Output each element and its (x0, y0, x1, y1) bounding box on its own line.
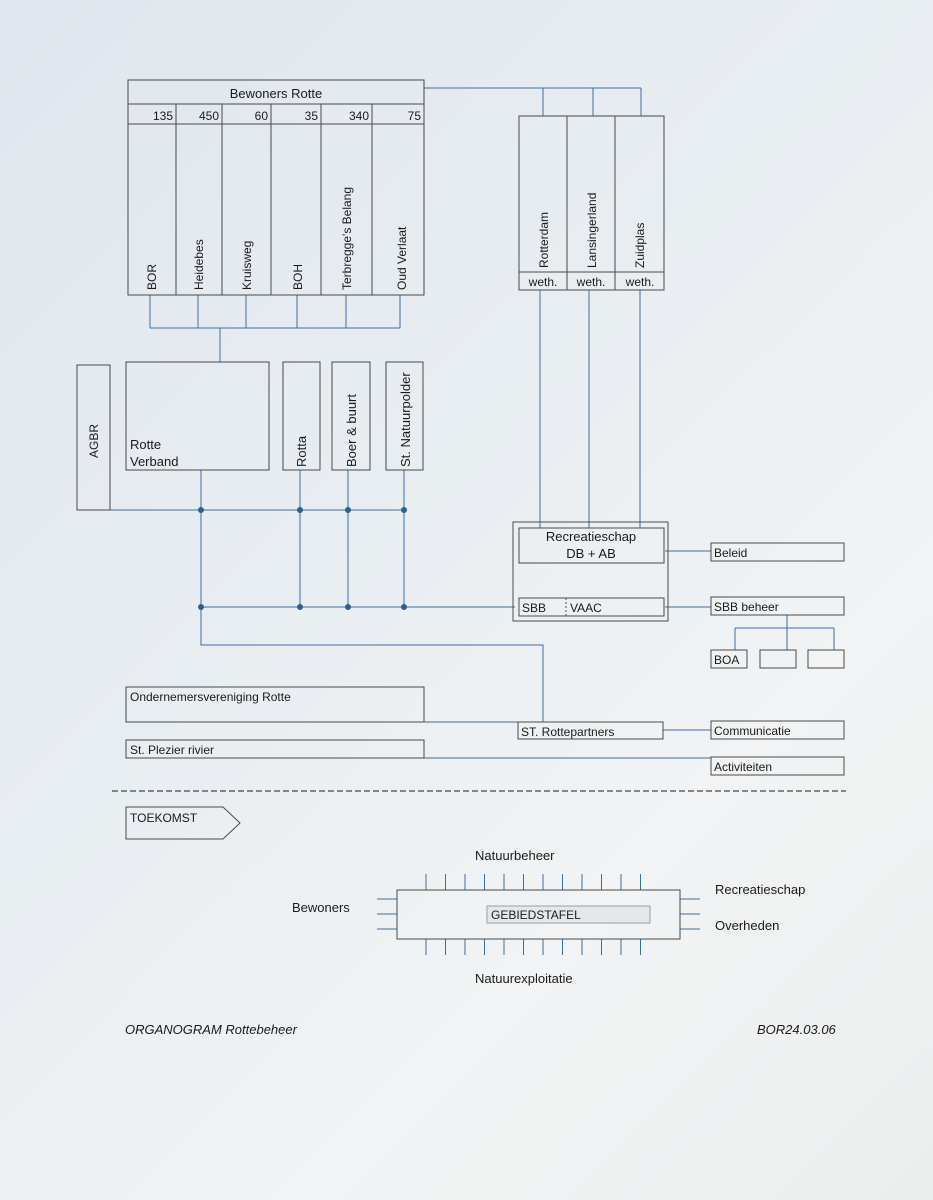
connector-org-verticals (200, 470, 544, 722)
rotta-box (282, 361, 321, 471)
recreatieschap-label-1: Recreatieschap (546, 529, 636, 544)
recreatieschap-group (512, 521, 669, 622)
rotte-verband-label-2: Verband (130, 454, 178, 469)
agbr-box (76, 364, 111, 511)
bewoners-name: BOH (291, 264, 305, 290)
recreatieschap-inner (518, 527, 665, 564)
gemeente-name: Lansingerland (585, 193, 599, 268)
sbb-vaac-box (518, 597, 665, 617)
junction-node (198, 604, 204, 610)
bewoners-name: BOR (145, 264, 159, 290)
junction-node (345, 604, 351, 610)
bewoners-count: 35 (305, 109, 319, 123)
gemeente-name: Zuidplas (633, 223, 647, 268)
org-boxes (76, 361, 424, 511)
gebiedstafel-box (396, 889, 681, 940)
natuurpolder-box (385, 361, 424, 471)
communicatie-label: Communicatie (714, 724, 791, 738)
gemeenten-roles: weth. weth. weth. (528, 275, 655, 289)
connector-boa-tree (734, 615, 835, 650)
junction-node (401, 604, 407, 610)
bewoners-count: 340 (349, 109, 369, 123)
boa-empty-box (759, 649, 797, 669)
activiteiten-label: Activiteiten (714, 760, 772, 774)
boer-buurt-label: Boer & buurt (344, 394, 359, 467)
bottom-boxes (125, 686, 664, 759)
rottepartners-box (517, 721, 664, 740)
rotte-verband-label-1: Rotte (130, 437, 161, 452)
gebiedstafel-label: GEBIEDSTAFEL (491, 908, 581, 922)
bewoners-count: 135 (153, 109, 173, 123)
boa-label: BOA (714, 653, 739, 667)
toekomst-arrow (125, 806, 241, 840)
bewoners-name: Heidebes (192, 239, 206, 290)
recreatieschap-label-2: DB + AB (566, 546, 616, 561)
plezier-label: St. Plezier rivier (130, 743, 214, 757)
ondernemers-box (125, 686, 425, 723)
gemeente-name: Rotterdam (537, 212, 551, 268)
gebiedstafel-inner (486, 905, 651, 924)
junction-node (297, 507, 303, 513)
bewoners-count: 75 (408, 109, 422, 123)
gemeente-role: weth. (625, 275, 655, 289)
beleid-label: Beleid (714, 546, 747, 560)
sbb-label: SBB (522, 601, 546, 615)
sbb-beheer-box (710, 596, 845, 616)
bewoners-count: 60 (255, 109, 269, 123)
connector-bewoners-bus (149, 295, 401, 362)
right-boxes (710, 542, 845, 776)
gemeenten-table (518, 115, 665, 291)
communicatie-box (710, 720, 845, 740)
junction-node (198, 507, 204, 513)
recreatieschap-outer (512, 521, 669, 622)
gebiedstafel-ticks (377, 874, 700, 955)
gemeenten-names: Rotterdam Lansingerland Zuidplas (537, 193, 647, 268)
overheden-label: Overheden (715, 918, 779, 933)
junction-nodes (198, 507, 407, 610)
recreatieschap-right-label: Recreatieschap (715, 882, 805, 897)
bewoners-label: Bewoners (292, 900, 350, 915)
gemeente-role: weth. (528, 275, 558, 289)
plezier-box (125, 739, 425, 759)
activiteiten-box (710, 756, 845, 776)
bewoners-counts: 135 450 60 35 340 75 (153, 109, 421, 123)
footer-title: ORGANOGRAM Rottebeheer (125, 1022, 297, 1037)
connector-gemeenten-recreatieschap (539, 290, 641, 528)
bewoners-name: Terbregge's Belang (340, 187, 354, 290)
rottepartners-label: ST. Rottepartners (521, 725, 614, 739)
bewoners-title: Bewoners Rotte (230, 86, 323, 101)
bewoners-rotte-table (127, 79, 425, 296)
bewoners-count: 450 (199, 109, 219, 123)
boa-box (710, 649, 748, 669)
agbr-label: AGBR (87, 424, 101, 458)
junction-node (401, 507, 407, 513)
bewoners-names: BOR Heidebes Kruisweg BOH Terbregge's Be… (145, 187, 409, 290)
ondernemers-label: Ondernemersvereniging Rotte (130, 690, 291, 704)
footer-code: BOR24.03.06 (757, 1022, 836, 1037)
connector-lines (110, 87, 835, 759)
connector-bewoners-gemeenten (424, 87, 642, 116)
junction-node (345, 507, 351, 513)
connector-rottepartners (424, 721, 711, 759)
toekomst-label: TOEKOMST (130, 811, 198, 825)
sbb-beheer-label: SBB beheer (714, 600, 779, 614)
beleid-box (710, 542, 845, 562)
rotta-label: Rotta (294, 435, 309, 467)
boa-empty-box (807, 649, 845, 669)
natuurbeheer-label: Natuurbeheer (475, 848, 555, 863)
boer-buurt-box (331, 361, 371, 471)
gemeente-role: weth. (576, 275, 606, 289)
natuurpolder-label: St. Natuurpolder (398, 372, 413, 467)
junction-node (297, 604, 303, 610)
bewoners-name: Oud Verlaat (395, 226, 409, 290)
rotte-verband-box (125, 361, 270, 471)
natuurexploitatie-label: Natuurexploitatie (475, 971, 573, 986)
vaac-label: VAAC (570, 601, 602, 615)
bewoners-name: Kruisweg (240, 241, 254, 290)
